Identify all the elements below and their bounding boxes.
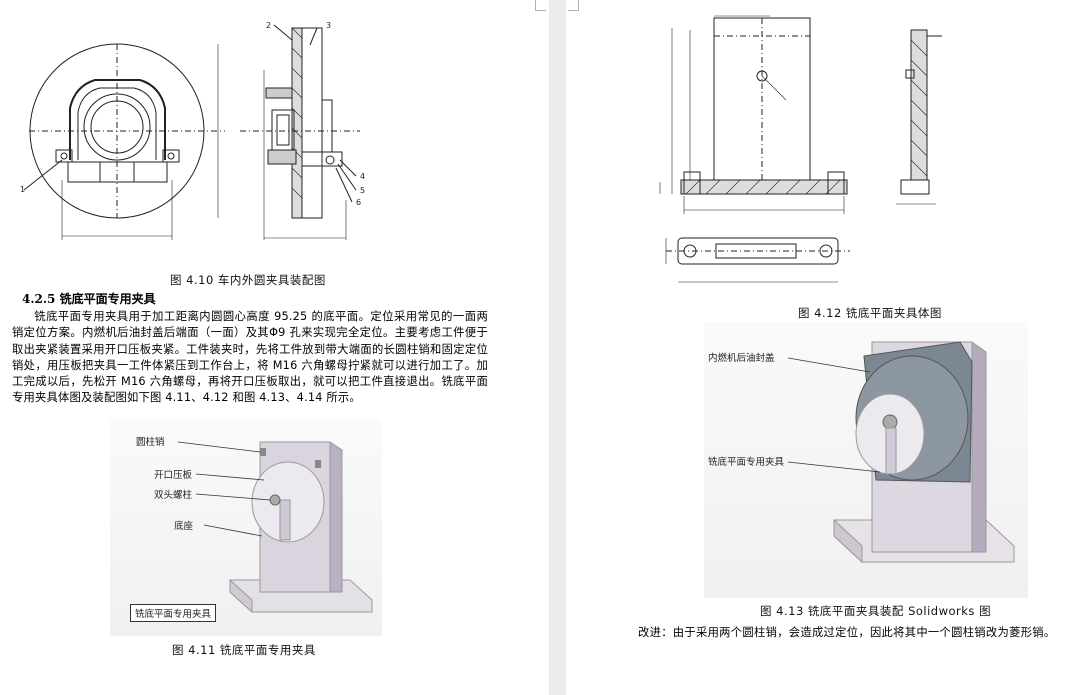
page-gutter: [549, 0, 566, 695]
fig-4-13-render: 内燃机后油封盖 铣底平面专用夹具: [704, 322, 1028, 598]
label-pin: 圆柱销: [136, 437, 165, 448]
label-stud: 双头螺柱: [154, 490, 193, 501]
fig-4-10-callout: 1: [20, 185, 25, 194]
fig-4-11-name-box: 铣底平面专用夹具: [130, 604, 217, 622]
document-page-right: 图 4.12 铣底平面夹具体图 内燃机后油封盖 铣底平面专用夹具 图 4.13 …: [566, 0, 1088, 695]
fig-4-10-callout: 4: [360, 172, 365, 181]
fig-4-12-drawing: [659, 15, 942, 283]
fig-4-10-drawing: 2 3 1 4 5 6: [20, 21, 365, 240]
section-heading: 4.2.5 铣底平面专用夹具: [22, 292, 156, 306]
figure-caption: 图 4.11 铣底平面专用夹具: [172, 643, 316, 657]
figure-caption: 图 4.13 铣底平面夹具装配 Solidworks 图: [760, 604, 992, 618]
figure-caption: 图 4.12 铣底平面夹具体图: [798, 306, 942, 320]
fig-4-10-callout: 2: [266, 21, 271, 30]
improvement-note: 改进：由于采用两个圆柱销，会造成过定位，因此将其中一个圆柱销改为菱形销。: [638, 626, 1056, 639]
label-base: 底座: [174, 521, 194, 532]
fig-4-10-callout: 3: [326, 21, 331, 30]
page-corner-mark: [568, 0, 579, 11]
fig-4-10-callout: 6: [356, 198, 361, 207]
figure-caption: 图 4.10 车内外圆夹具装配图: [170, 273, 326, 287]
body-paragraph: 铣底平面专用夹具用于加工距离内圆圆心高度 95.25 的底平面。定位采用常见的一…: [12, 309, 488, 407]
fig-4-11-render: 圆柱销 开口压板 双头螺柱 底座 铣底平面专用夹具: [110, 420, 382, 636]
label-fixture: 铣底平面专用夹具: [708, 457, 785, 468]
label-plate: 开口压板: [154, 470, 193, 481]
document-page-left: 2 3 1 4 5 6 图 4.10 车内外圆夹具装配图 4.2.5 铣底平面专…: [12, 0, 546, 657]
body-paragraph-text: 铣底平面专用夹具用于加工距离内圆圆心高度 95.25 的底平面。定位采用常见的一…: [12, 310, 488, 405]
page-corner-mark: [535, 0, 546, 11]
fig-4-10-callout: 5: [360, 186, 365, 195]
label-oil-seal-cover: 内燃机后油封盖: [708, 353, 775, 364]
